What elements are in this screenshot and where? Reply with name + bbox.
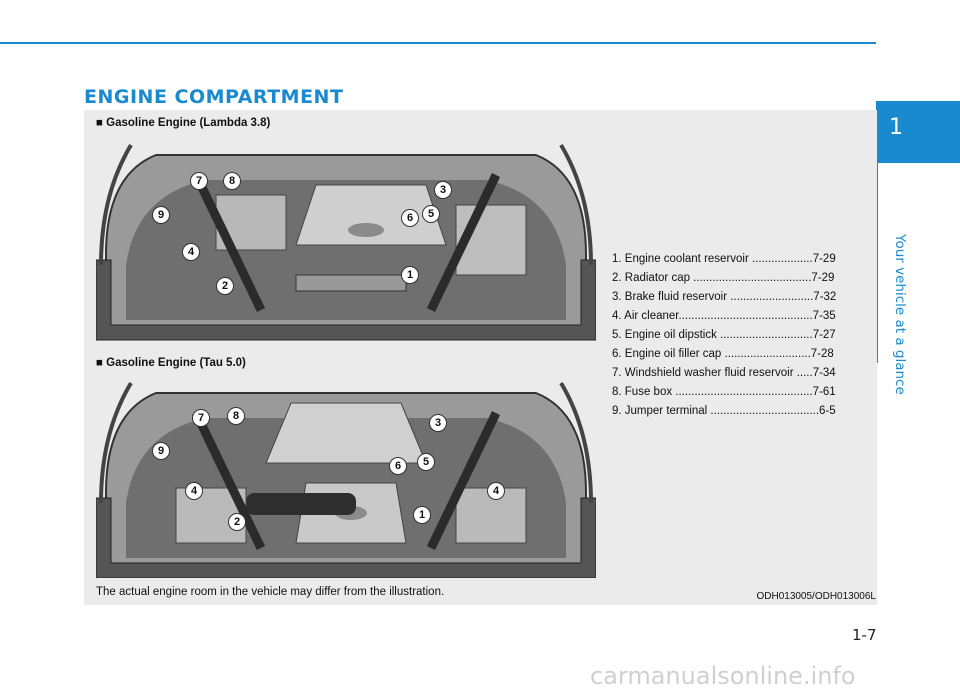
callout-7: 7 [190, 172, 208, 190]
callout-3: 3 [434, 181, 452, 199]
illustration-footnote: The actual engine room in the vehicle ma… [96, 586, 445, 598]
chapter-label: Your vehicle at a glance [892, 234, 908, 395]
chapter-tab: 1 Your vehicle at a glance [876, 101, 960, 689]
legend-item: 9. Jumper terminal .....................… [612, 405, 836, 417]
legend-item: 8. Fuse box ............................… [612, 386, 836, 398]
callout-9: 9 [152, 206, 170, 224]
legend-item: 1. Engine coolant reservoir ............… [612, 253, 836, 265]
legend-item: 7. Windshield washer fluid reservoir ...… [612, 367, 836, 379]
callout-4-right: 4 [487, 482, 505, 500]
chapter-number-block: 1 [876, 101, 960, 163]
engine-illustration-tau [96, 381, 596, 578]
watermark: carmanualsonline.info [590, 662, 856, 690]
legend-item: 6. Engine oil filler cap ...............… [612, 348, 834, 360]
page-title: ENGINE COMPARTMENT [84, 86, 344, 108]
page-number: 1-7 [852, 626, 877, 644]
callout-3: 3 [429, 414, 447, 432]
callout-9: 9 [152, 442, 170, 460]
callout-6: 6 [401, 209, 419, 227]
callout-5: 5 [417, 453, 435, 471]
legend-item: 4. Air cleaner..........................… [612, 310, 836, 322]
callout-4: 4 [182, 243, 200, 261]
section-heading-lambda: ■ Gasoline Engine (Lambda 3.8) [96, 117, 271, 129]
chapter-number: 1 [889, 115, 903, 140]
callout-1: 1 [401, 266, 419, 284]
callout-1: 1 [413, 506, 431, 524]
callout-4-left: 4 [185, 482, 203, 500]
legend-item: 2. Radiator cap ........................… [612, 272, 835, 284]
callout-8: 8 [223, 172, 241, 190]
legend-item: 3. Brake fluid reservoir ...............… [612, 291, 837, 303]
top-rule [0, 42, 876, 44]
legend-item: 5. Engine oil dipstick .................… [612, 329, 836, 341]
engine-illustration-lambda [96, 143, 596, 341]
callout-2: 2 [228, 513, 246, 531]
callout-8: 8 [227, 407, 245, 425]
callout-7: 7 [192, 409, 210, 427]
chapter-divider [876, 163, 878, 363]
callout-2: 2 [216, 277, 234, 295]
callout-5: 5 [422, 205, 440, 223]
section-heading-tau: ■ Gasoline Engine (Tau 5.0) [96, 357, 246, 369]
parts-legend: 1. Engine coolant reservoir ............… [612, 250, 882, 421]
figure-code: ODH013005/ODH013006L [756, 591, 876, 602]
callout-6: 6 [389, 457, 407, 475]
